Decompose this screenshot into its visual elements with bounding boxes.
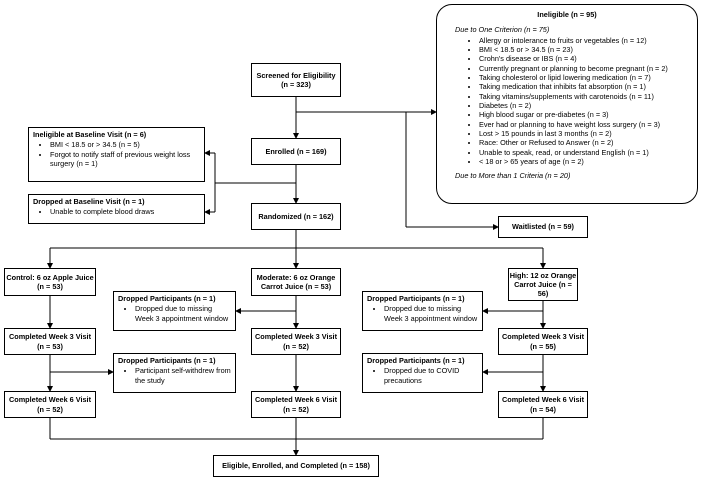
ineligible-reason: BMI < 18.5 or > 34.5 (n = 23) [479,45,693,54]
dropped-baseline-list: Unable to complete blood draws [33,207,200,216]
high-title: High: 12 oz Orange Carrot Juice (n = 56) [509,270,577,299]
control-week6-title: Completed Week 6 Visit (n = 52) [8,395,92,414]
dropped-high-2-title: Dropped Participants (n = 1) [367,356,465,365]
screened-title: Screened for Eligibility [256,70,336,80]
dropped-high-1-list: Dropped due to missing Week 3 appointmen… [367,304,478,323]
control-week3-box: Completed Week 3 Visit (n = 53) [4,328,96,355]
ineligible-reason: Diabetes (n = 2) [479,101,693,110]
dropped-high-1-item: Dropped due to missing Week 3 appointmen… [384,304,478,323]
ineligible-reason: Race: Other or Refused to Answer (n = 2) [479,138,693,147]
high-box: High: 12 oz Orange Carrot Juice (n = 56) [508,268,578,301]
ineligible-baseline-item: BMI < 18.5 or > 34.5 (n = 5) [50,140,200,149]
waitlisted-title: Waitlisted (n = 59) [512,222,574,232]
dropped-baseline-item: Unable to complete blood draws [50,207,200,216]
ineligible-reason: Allergy or intolerance to fruits or vege… [479,36,693,45]
control-title: Control: 6 oz Apple Juice [6,272,94,282]
enrolled-box: Enrolled (n = 169) [251,138,341,165]
moderate-box: Moderate: 6 oz Orange Carrot Juice (n = … [251,268,341,296]
final-box: Eligible, Enrolled, and Completed (n = 1… [213,455,379,477]
high-week6-box: Completed Week 6 Visit (n = 54) [498,391,588,418]
dropped-high-1-title: Dropped Participants (n = 1) [367,294,465,303]
dropped-control-list: Participant self-withdrew from the study [118,366,231,385]
enrolled-title: Enrolled (n = 169) [265,146,327,156]
dropped-baseline-box: Dropped at Baseline Visit (n = 1) Unable… [28,194,205,224]
dropped-high-1-box: Dropped Participants (n = 1) Dropped due… [362,291,483,331]
high-week3-title: Completed Week 3 Visit (n = 55) [501,332,585,351]
control-n: (n = 53) [37,282,63,291]
dropped-high-2-list: Dropped due to COVID precautions [367,366,478,385]
high-week3-box: Completed Week 3 Visit (n = 55) [498,328,588,355]
ineligible-reason: High blood sugar or pre-diabetes (n = 3) [479,110,693,119]
ineligible-reason: Ever had or planning to have weight loss… [479,120,693,129]
ineligible-reasons-list: Allergy or intolerance to fruits or vege… [441,36,693,167]
dropped-moderate-box: Dropped Participants (n = 1) Dropped due… [113,291,236,331]
ineligible-reason: Unable to speak, read, or understand Eng… [479,148,693,157]
final-title: Eligible, Enrolled, and Completed (n = 1… [222,461,370,471]
moderate-title: Moderate: 6 oz Orange Carrot Juice (n = … [256,272,336,291]
more-criteria-heading: Due to More than 1 Criteria (n = 20) [455,171,571,181]
ineligible-box: Ineligible (n = 95) Due to One Criterion… [436,4,698,204]
ineligible-baseline-list: BMI < 18.5 or > 34.5 (n = 5) Forgot to n… [33,140,200,168]
ineligible-reason: < 18 or > 65 years of age (n = 2) [479,157,693,166]
dropped-high-2-box: Dropped Participants (n = 1) Dropped due… [362,353,483,393]
control-week3-title: Completed Week 3 Visit (n = 53) [8,332,92,351]
moderate-week6-title: Completed Week 6 Visit (n = 52) [254,395,338,414]
dropped-control-item: Participant self-withdrew from the study [135,366,231,385]
control-box: Control: 6 oz Apple Juice (n = 53) [4,268,96,296]
dropped-moderate-title: Dropped Participants (n = 1) [118,294,216,303]
ineligible-reason: Taking medication that inhibits fat abso… [479,82,693,91]
ineligible-reason: Crohn's disease or IBS (n = 4) [479,54,693,63]
ineligible-reason: Currently pregnant or planning to become… [479,64,693,73]
high-week6-title: Completed Week 6 Visit (n = 54) [501,395,585,414]
screened-n: (n = 323) [281,80,311,89]
ineligible-baseline-box: Ineligible at Baseline Visit (n = 6) BMI… [28,127,205,182]
randomized-title: Randomized (n = 162) [258,211,334,221]
ineligible-baseline-title: Ineligible at Baseline Visit (n = 6) [33,130,147,139]
dropped-control-title: Dropped Participants (n = 1) [118,356,216,365]
dropped-baseline-title: Dropped at Baseline Visit (n = 1) [33,197,145,206]
one-criterion-heading: Due to One Criterion (n = 75) [455,25,550,35]
ineligible-baseline-item: Forgot to notify staff of previous weigh… [50,150,200,169]
moderate-week6-box: Completed Week 6 Visit (n = 52) [251,391,341,418]
moderate-week3-box: Completed Week 3 Visit (n = 52) [251,328,341,355]
dropped-moderate-item: Dropped due to missing Week 3 appointmen… [135,304,231,323]
ineligible-reason: Taking cholesterol or lipid lowering med… [479,73,693,82]
ineligible-title: Ineligible (n = 95) [537,10,597,19]
randomized-box: Randomized (n = 162) [251,203,341,230]
screened-box: Screened for Eligibility (n = 323) [251,63,341,97]
waitlisted-box: Waitlisted (n = 59) [498,216,588,238]
ineligible-reason: Lost > 15 pounds in last 3 months (n = 2… [479,129,693,138]
ineligible-reason: Taking vitamins/supplements with caroten… [479,92,693,101]
dropped-control-box: Dropped Participants (n = 1) Participant… [113,353,236,393]
moderate-week3-title: Completed Week 3 Visit (n = 52) [254,332,338,351]
dropped-high-2-item: Dropped due to COVID precautions [384,366,478,385]
dropped-moderate-list: Dropped due to missing Week 3 appointmen… [118,304,231,323]
control-week6-box: Completed Week 6 Visit (n = 52) [4,391,96,418]
